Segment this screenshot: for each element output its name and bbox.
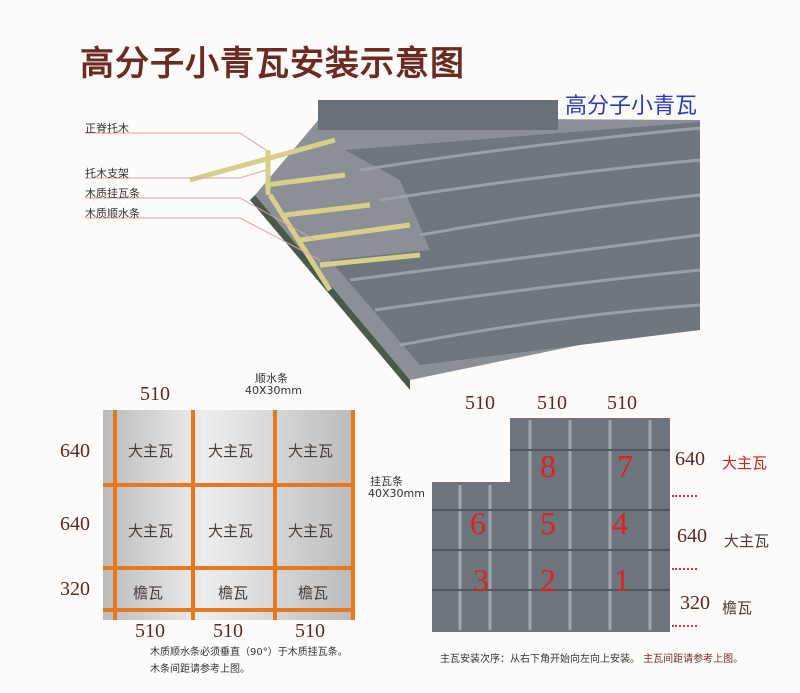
seq-6: 6 <box>470 505 486 541</box>
ridge-beam <box>189 137 336 183</box>
seq-7: 7 <box>617 448 633 484</box>
seq-2: 2 <box>540 562 556 598</box>
bottom-dim: 510 <box>135 620 165 642</box>
product-name: 高分子小青瓦 <box>565 94 698 119</box>
row-name: 大主瓦 <box>724 532 770 550</box>
cell: 檐瓦 <box>218 584 249 602</box>
row-dim: 320 <box>680 592 710 614</box>
row-marker <box>672 568 697 570</box>
cell: 大主瓦 <box>128 522 174 540</box>
label-ridge-beam: 正脊托木 <box>85 122 129 135</box>
bottom-dim: 510 <box>295 620 325 642</box>
cell: 大主瓦 <box>288 442 334 460</box>
top-dim: 510 <box>140 383 170 405</box>
cell: 大主瓦 <box>128 442 174 460</box>
cell: 大主瓦 <box>208 522 254 540</box>
row-dim: 640 <box>60 440 90 462</box>
tile-batten-size: 40X30mm <box>368 487 425 500</box>
counter-batten-label: 顺水条 <box>255 372 288 385</box>
cell: 大主瓦 <box>288 522 334 540</box>
install-order-note: 主瓦安装次序：从右下角开始向左向上安装。 主瓦间距请参考上图。 <box>440 650 743 665</box>
batten-lines <box>103 410 355 620</box>
page-title: 高分子小青瓦安装示意图 <box>80 44 465 84</box>
cell: 檐瓦 <box>298 584 329 602</box>
note-1: 木质顺水条必须垂直（90°）于木质挂瓦条。 <box>150 647 348 658</box>
leader-lines <box>85 132 321 261</box>
label-counter-batten: 木质顺水条 <box>85 207 140 220</box>
top-dim: 510 <box>607 392 637 414</box>
seq-3: 3 <box>473 562 489 598</box>
note-b: 。 主瓦间距请参考上图。 <box>630 654 744 665</box>
row-name: 檐瓦 <box>722 599 753 617</box>
top-dim: 510 <box>537 392 567 414</box>
batten-grid: 大主瓦 大主瓦 大主瓦 大主瓦 大主瓦 大主瓦 檐瓦 檐瓦 檐瓦 <box>103 410 355 620</box>
roof-illustration <box>85 100 701 390</box>
label-beam-bracket: 托木支架 <box>85 167 129 180</box>
row-name: 大主瓦 <box>722 454 768 472</box>
top-dim: 510 <box>465 392 495 414</box>
tile-layout <box>432 418 670 632</box>
label-tile-batten: 木质挂瓦条 <box>85 187 140 200</box>
row-marker <box>672 495 697 497</box>
tile-batten-label: 挂瓦条 <box>370 475 403 488</box>
tile-rows <box>349 126 701 347</box>
row-dim: 640 <box>677 525 707 547</box>
counter-batten-size: 40X30mm <box>245 384 302 397</box>
row-dim: 320 <box>60 578 90 600</box>
seq-4: 4 <box>612 505 628 541</box>
note-2: 木条间距请参考上图。 <box>150 664 250 675</box>
seq-1: 1 <box>614 562 630 598</box>
row-marker <box>672 625 697 627</box>
note-a: 主瓦安装次序：从右下角开始向左向上安装 <box>440 654 630 665</box>
row-dim: 640 <box>675 448 705 470</box>
seq-5: 5 <box>540 505 556 541</box>
ridge-cap <box>318 100 558 130</box>
bottom-dim: 510 <box>213 620 243 642</box>
cell: 檐瓦 <box>133 584 164 602</box>
seq-8: 8 <box>540 448 556 484</box>
cell: 大主瓦 <box>208 442 254 460</box>
row-dim: 640 <box>60 513 90 535</box>
wood-framing <box>189 137 421 292</box>
